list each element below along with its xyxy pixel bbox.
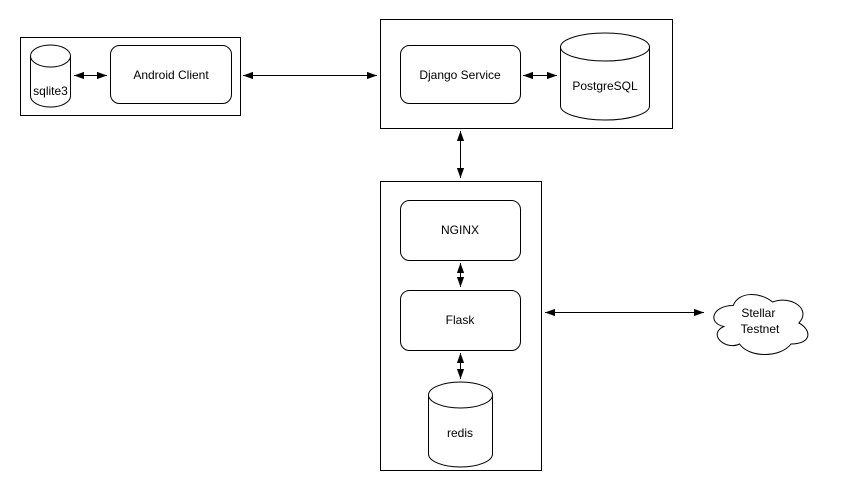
sqlite3-cylinder-shape [30, 44, 71, 108]
stellar-testnet-cloud-shape [713, 294, 809, 355]
django-service-node [400, 45, 521, 104]
postgresql-label: PostgreSQL [572, 79, 638, 93]
redis-cylinder-shape [428, 381, 493, 468]
stellar-testnet-label-line1: Stellar [741, 306, 775, 320]
django-service-label: Django Service [419, 68, 501, 82]
postgresql-cylinder-shape [560, 32, 650, 121]
android-client-label: Android Client [133, 68, 209, 82]
nginx-label: NGINX [441, 223, 479, 237]
stellar-testnet-label: Stellar Testnet [741, 306, 780, 336]
stellar-testnet-label-line2: Testnet [741, 322, 780, 336]
redis-label: redis [447, 426, 473, 440]
flask-label: Flask [446, 313, 476, 327]
android-client-node [110, 45, 232, 104]
nginx-node [400, 200, 521, 261]
sqlite3-label: sqlite3 [33, 84, 68, 98]
flask-node [400, 290, 521, 351]
